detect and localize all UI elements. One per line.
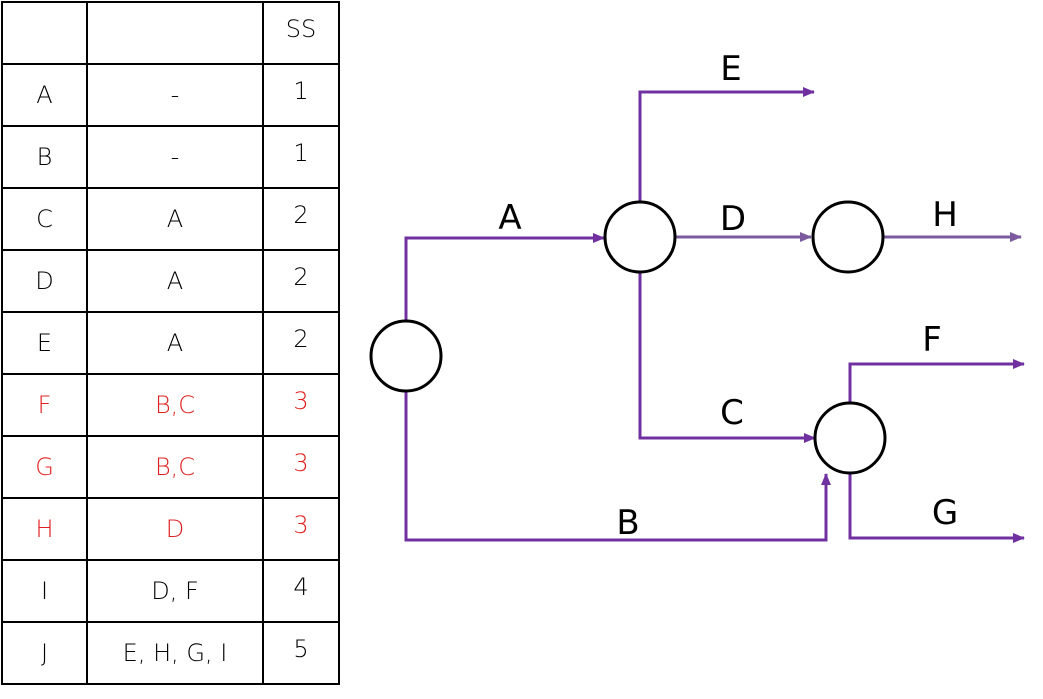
predecessors-cell-text: - bbox=[170, 81, 180, 109]
table-row: H D 3 bbox=[1, 497, 340, 561]
ss-cell: 1 bbox=[262, 63, 340, 127]
predecessors-cell-text: - bbox=[170, 143, 180, 171]
ss-cell-text: 1 bbox=[293, 139, 309, 167]
activity-cell-text: I bbox=[40, 577, 49, 605]
ss-cell-text: 5 bbox=[293, 635, 309, 663]
header-predecessors-cell bbox=[86, 1, 264, 65]
activity-cell-text: E bbox=[36, 329, 53, 357]
label-g: G bbox=[932, 493, 958, 533]
activity-cell-text: D bbox=[35, 267, 54, 295]
predecessors-cell: A bbox=[86, 187, 264, 251]
predecessors-cell: D, F bbox=[86, 559, 264, 623]
predecessors-cell-text: D, F bbox=[151, 577, 199, 605]
activity-cell: J bbox=[1, 621, 88, 685]
activity-cell: B bbox=[1, 125, 88, 189]
arrow-a bbox=[404, 233, 605, 320]
arrow-e bbox=[638, 87, 815, 202]
activity-cell-text: H bbox=[35, 515, 54, 543]
predecessors-cell-text: A bbox=[166, 267, 184, 295]
ss-cell: 2 bbox=[262, 249, 340, 313]
predecessors-cell: A bbox=[86, 249, 264, 313]
predecessors-cell-text: B,C bbox=[154, 391, 196, 419]
table-row: G B,C 3 bbox=[1, 435, 340, 499]
header-ss-cell: SS bbox=[262, 1, 340, 65]
ss-cell-text: 2 bbox=[293, 325, 309, 353]
arrow-g bbox=[848, 474, 1025, 543]
label-b: B bbox=[616, 503, 639, 543]
activity-cell-text: J bbox=[40, 639, 49, 667]
table-row: B - 1 bbox=[1, 125, 340, 189]
table-row: A - 1 bbox=[1, 63, 340, 127]
activity-cell-text: A bbox=[36, 81, 53, 109]
activity-cell: E bbox=[1, 311, 88, 375]
header-activity-cell bbox=[1, 1, 88, 65]
table-row: I D, F 4 bbox=[1, 559, 340, 623]
ss-cell: 4 bbox=[262, 559, 340, 623]
activity-cell-text: C bbox=[36, 205, 53, 233]
ss-cell-text: 2 bbox=[293, 201, 309, 229]
predecessors-cell-text: A bbox=[166, 329, 184, 357]
ss-cell-text: 4 bbox=[293, 573, 309, 601]
activity-cell: D bbox=[1, 249, 88, 313]
ss-cell-text: 1 bbox=[293, 77, 309, 105]
activity-cell-text: G bbox=[35, 453, 54, 481]
predecessors-cell: D bbox=[86, 497, 264, 561]
predecessors-cell-text: A bbox=[166, 205, 184, 233]
predecessors-cell: B,C bbox=[86, 435, 264, 499]
node-after-a bbox=[603, 200, 677, 274]
label-e: E bbox=[720, 49, 741, 89]
ss-cell: 2 bbox=[262, 311, 340, 375]
ss-cell: 5 bbox=[262, 621, 340, 685]
activity-cell: G bbox=[1, 435, 88, 499]
table-row: D A 2 bbox=[1, 249, 340, 313]
activity-cell: C bbox=[1, 187, 88, 251]
activity-cell-text: F bbox=[37, 391, 52, 419]
label-c: C bbox=[720, 393, 744, 433]
label-f: F bbox=[922, 320, 942, 360]
predecessors-cell: - bbox=[86, 125, 264, 189]
ss-cell: 1 bbox=[262, 125, 340, 189]
arrow-c bbox=[638, 272, 816, 443]
node-after-d bbox=[811, 200, 885, 274]
ss-cell: 2 bbox=[262, 187, 340, 251]
label-d: D bbox=[720, 199, 746, 239]
activity-cell: H bbox=[1, 497, 88, 561]
activity-cell: A bbox=[1, 63, 88, 127]
predecessors-cell-text: D bbox=[165, 515, 185, 543]
table-header-row: SS bbox=[1, 1, 340, 65]
label-a: A bbox=[498, 198, 521, 238]
predecessors-cell: A bbox=[86, 311, 264, 375]
label-h: H bbox=[932, 195, 958, 235]
start-node bbox=[369, 319, 443, 393]
table-row: F B,C 3 bbox=[1, 373, 340, 437]
predecessors-cell: B,C bbox=[86, 373, 264, 437]
table-row: J E, H, G, I 5 bbox=[1, 621, 340, 685]
ss-cell: 3 bbox=[262, 373, 340, 437]
table-row: E A 2 bbox=[1, 311, 340, 375]
arrow-b bbox=[404, 392, 831, 542]
activity-cell-text: B bbox=[36, 143, 53, 171]
predecessors-cell: - bbox=[86, 63, 264, 127]
node-after-b-c bbox=[813, 401, 887, 475]
header-label: SS bbox=[285, 15, 317, 43]
arrow-f bbox=[848, 359, 1025, 402]
ss-cell-text: 2 bbox=[293, 263, 309, 291]
ss-cell-text: 3 bbox=[293, 449, 309, 477]
table-row: C A 2 bbox=[1, 187, 340, 251]
ss-cell: 3 bbox=[262, 497, 340, 561]
predecessors-cell-text: B,C bbox=[154, 453, 196, 481]
predecessors-cell: E, H, G, I bbox=[86, 621, 264, 685]
activity-cell: I bbox=[1, 559, 88, 623]
predecessors-cell-text: E, H, G, I bbox=[122, 639, 228, 667]
ss-cell-text: 3 bbox=[293, 387, 309, 415]
activity-cell: F bbox=[1, 373, 88, 437]
ss-cell: 3 bbox=[262, 435, 340, 499]
ss-cell-text: 3 bbox=[293, 511, 309, 539]
